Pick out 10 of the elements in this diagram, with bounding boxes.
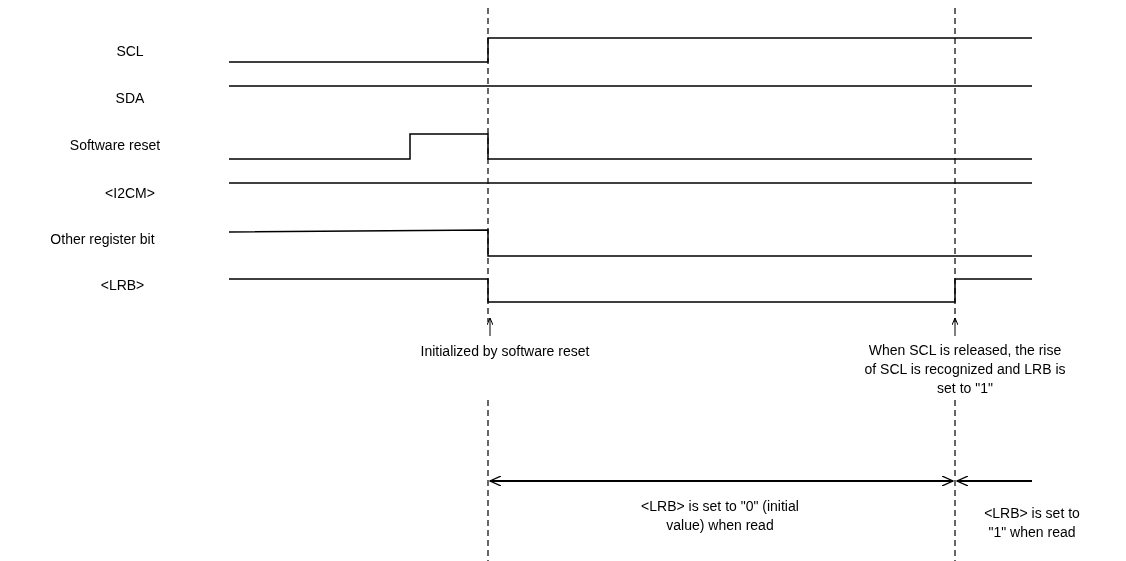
annotation-text: <LRB> is set to "0" (initial value) when read [640,497,800,535]
signal-name: <I2CM> [104,184,156,203]
signal-name: Software reset [68,136,162,155]
signal-name: <LRB> [99,276,146,295]
signal-name: Other register bit [49,230,156,249]
annotation-text: Initialized by software reset [419,342,591,361]
annotation-text: When SCL is released, the rise of SCL is recognized and LRB is set to "1" [863,341,1067,398]
signal-name: SDA [114,89,146,108]
annotation-text: <LRB> is set to "1" when read [983,504,1081,542]
signal-name: SCL [115,42,145,61]
